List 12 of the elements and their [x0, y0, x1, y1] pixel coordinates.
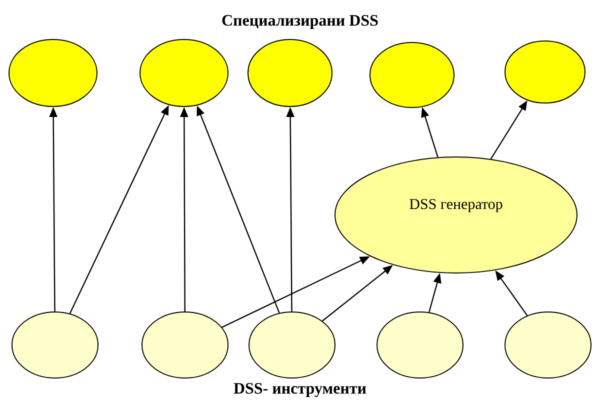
- bottom-ellipse: [142, 312, 228, 378]
- top-ellipse: [370, 42, 454, 108]
- bottom-ellipse: [504, 312, 592, 378]
- bottom-ellipse: [12, 312, 98, 378]
- heading: Специализирани DSS: [222, 15, 378, 29]
- top-ellipse: [140, 39, 228, 107]
- top-ellipse: [248, 39, 332, 107]
- bottom-ellipse: [248, 312, 336, 378]
- top-ellipse: [8, 39, 98, 107]
- bottom-ellipse: [376, 312, 464, 378]
- top-ellipse: [504, 40, 586, 104]
- heading: DSS- инструменти: [234, 382, 366, 398]
